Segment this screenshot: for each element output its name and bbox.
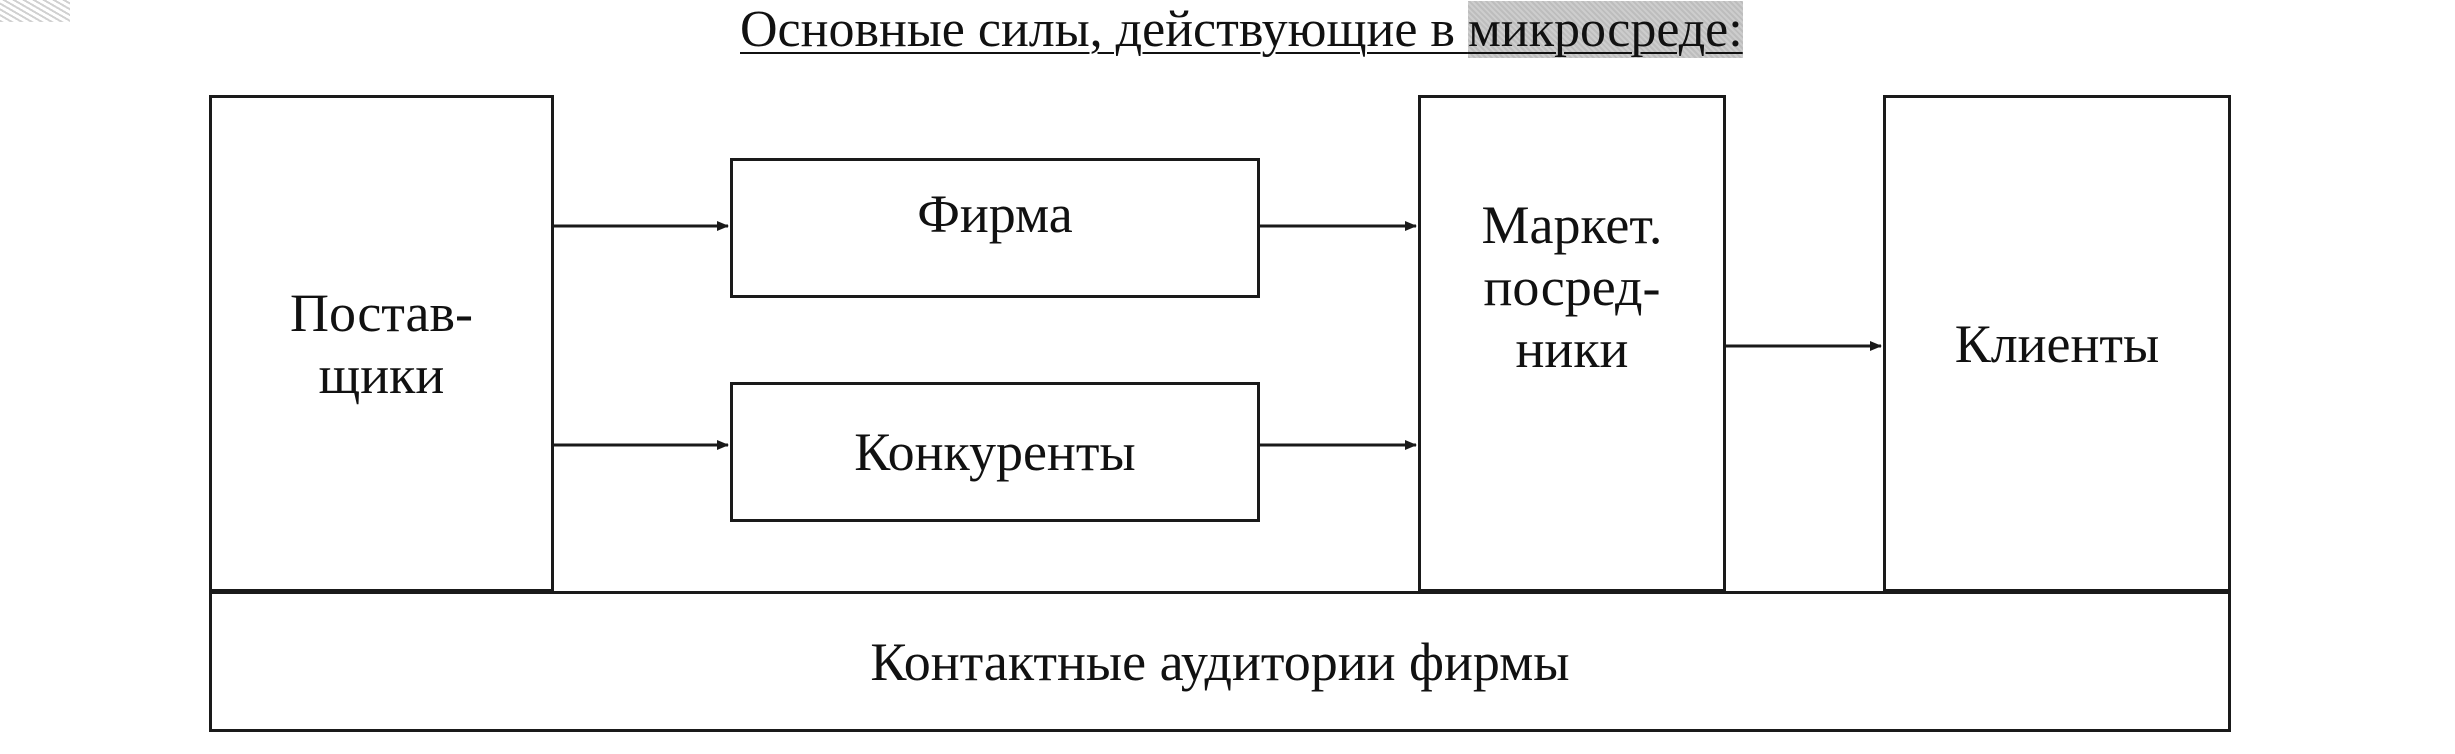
node-firm-label: Фирма: [917, 184, 1073, 244]
diagram-title: Основные силы, действующие в микросреде:: [740, 0, 1940, 62]
node-clients-label: Клиенты: [1954, 313, 2160, 374]
node-clients: Клиенты: [1883, 95, 2231, 592]
scan-artifact: [0, 0, 70, 22]
node-suppliers-label: Постав- щики: [289, 282, 473, 405]
title-highlighted-text: микросреде:: [1467, 1, 1743, 58]
node-firm: Фирма: [730, 158, 1260, 298]
node-marketing-intermediaries: Маркет. посред- ники: [1418, 95, 1726, 592]
node-contact-audiences-label: Контактные аудитории фирмы: [870, 631, 1570, 692]
node-contact-audiences: Контактные аудитории фирмы: [209, 591, 2231, 732]
node-intermediaries-label: Маркет. посред- ники: [1481, 195, 1663, 379]
node-suppliers: Постав- щики: [209, 95, 554, 592]
node-competitors-label: Конкуренты: [854, 422, 1136, 482]
node-competitors: Конкуренты: [730, 382, 1260, 522]
title-text: Основные силы, действующие в: [740, 1, 1468, 58]
